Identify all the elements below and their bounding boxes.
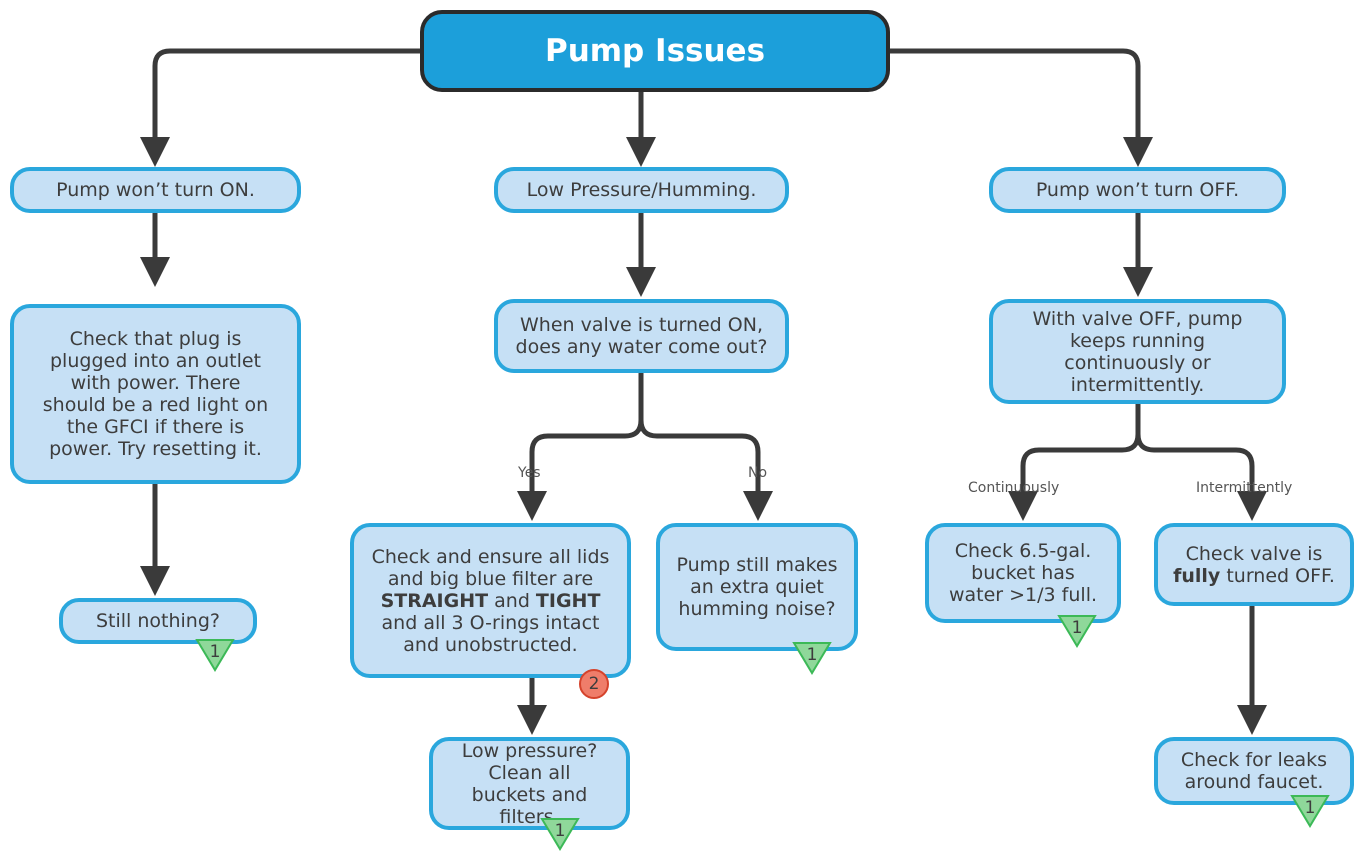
connector-title-to-left bbox=[140, 48, 420, 167]
node-low-pressure-clean: Low pressure? Clean all buckets and filt… bbox=[429, 737, 630, 830]
node-low-pressure-humming: Low Pressure/Humming. bbox=[494, 167, 789, 213]
badge-circle-middle: 2 bbox=[579, 669, 609, 699]
badge-triangle-right-bottom: 1 bbox=[1290, 794, 1330, 828]
connector-right-question-inter bbox=[1135, 433, 1267, 521]
node-valve-off-question: With valve OFF, pump keeps running conti… bbox=[989, 299, 1286, 404]
check-lids-text: Check and ensure all lids and big blue f… bbox=[371, 545, 610, 656]
label-continuously: Continuously bbox=[968, 480, 1060, 496]
badge-triangle-left: 1 bbox=[195, 638, 235, 672]
badge-label: 1 bbox=[210, 642, 221, 662]
badge-label: 1 bbox=[807, 645, 818, 665]
check-valve-text: Check valve is fully turned OFF. bbox=[1173, 542, 1335, 587]
label-no: No bbox=[748, 465, 768, 481]
node-pump-wont-turn-off: Pump won’t turn OFF. bbox=[989, 167, 1286, 213]
badge-triangle-right-left: 1 bbox=[1057, 614, 1097, 648]
badge-label: 1 bbox=[1305, 798, 1316, 818]
node-check-plug: Check that plug is plugged into an outle… bbox=[10, 304, 301, 484]
title-node: Pump Issues bbox=[420, 10, 890, 92]
node-valve-question: When valve is turned ON, does any water … bbox=[494, 299, 789, 373]
connector-middle-question-split bbox=[517, 372, 644, 521]
badge-triangle-middle-bottom: 1 bbox=[540, 817, 580, 851]
connector-title-to-right bbox=[890, 48, 1153, 167]
badge-label: 1 bbox=[555, 821, 566, 841]
label-intermittently: Intermittently bbox=[1196, 480, 1293, 496]
badge-label: 1 bbox=[1072, 618, 1083, 638]
node-still-nothing: Still nothing? bbox=[59, 598, 257, 644]
connector-middle-question-no bbox=[638, 419, 773, 521]
label-yes: Yes bbox=[518, 465, 541, 481]
node-check-valve-fully: Check valve is fully turned OFF. bbox=[1154, 523, 1354, 606]
node-humming-noise: Pump still makes an extra quiet humming … bbox=[656, 523, 858, 651]
node-pump-wont-turn-on: Pump won’t turn ON. bbox=[10, 167, 301, 213]
node-check-lids-filter: Check and ensure all lids and big blue f… bbox=[350, 523, 631, 678]
node-check-leaks: Check for leaks around faucet. bbox=[1154, 737, 1354, 805]
node-check-bucket: Check 6.5-gal. bucket has water >1/3 ful… bbox=[925, 523, 1121, 623]
badge-triangle-middle-right: 1 bbox=[792, 641, 832, 675]
